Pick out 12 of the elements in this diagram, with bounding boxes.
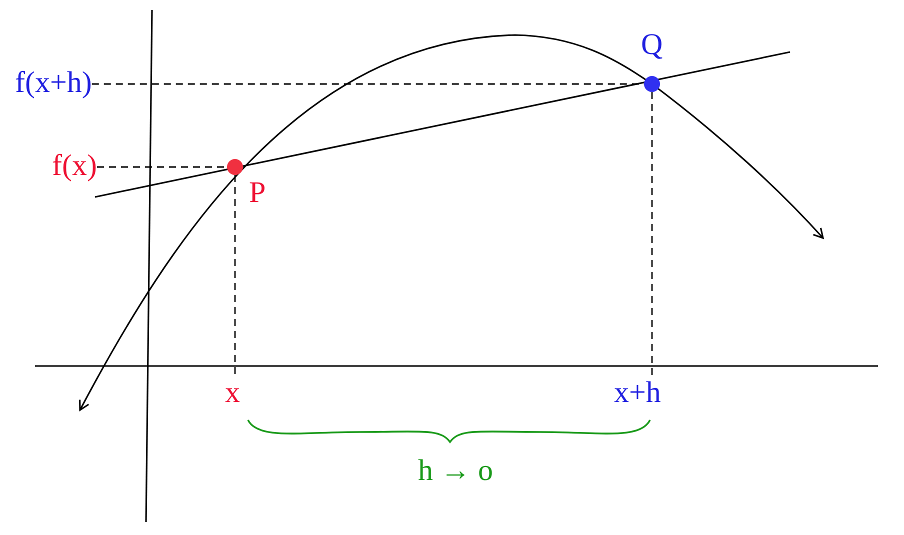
point-marker	[227, 159, 243, 175]
axis-value-label: x	[225, 376, 240, 410]
value-label: f(x)	[52, 149, 97, 183]
point-label: Q	[641, 28, 663, 62]
projection-line	[651, 92, 653, 376]
projection-line	[96, 166, 227, 168]
interval-label: h → o	[418, 454, 493, 488]
projection-line	[234, 175, 236, 376]
value-label: f(x+h)	[15, 66, 92, 100]
axis-value-label: x+h	[614, 376, 661, 410]
point-label: P	[249, 176, 266, 210]
point-marker	[644, 76, 660, 92]
